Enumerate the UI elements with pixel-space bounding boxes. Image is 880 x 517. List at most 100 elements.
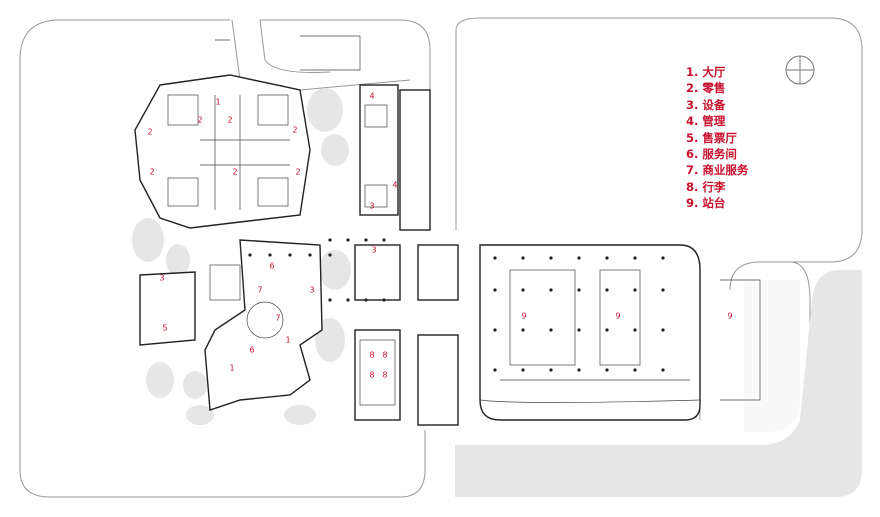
tower-core-2 [364,184,388,208]
link-bridge-1 [417,244,459,301]
column-dot [549,288,553,292]
room-label: 3 [159,274,164,283]
legend-item: 9. 站台 [686,195,748,211]
column-dot [605,328,609,332]
legend-text: 商业服务 [702,163,749,178]
commercial-wing [204,239,323,411]
column-dot [661,328,665,332]
tower-east [359,84,399,216]
column-dot [382,238,386,242]
legend-number: 7. [686,163,703,178]
room-label: 7 [275,314,280,323]
room-label: 4 [392,181,397,190]
room-label: 2 [232,168,237,177]
legend-item: 8. 行李 [686,179,748,195]
room-label: 9 [615,312,620,321]
core-4 [257,177,289,207]
column-dot [577,256,581,260]
room-label: 1 [229,364,234,373]
landscape-4 [321,134,349,166]
legend-number: 2. [686,81,703,96]
column-dot [346,238,350,242]
legend-text: 站台 [702,196,726,211]
legend-text: 服务间 [702,147,737,162]
corridor-north [399,89,431,231]
landscape-9 [186,405,214,425]
legend-item: 1. 大厅 [686,64,748,80]
legend-text: 管理 [702,114,726,129]
room-label: 9 [727,312,732,321]
column-dot [521,368,525,372]
room-label: 1 [215,98,220,107]
room-label: 2 [292,126,297,135]
service-block [354,244,401,301]
room-label: 2 [197,116,202,125]
column-dot [605,368,609,372]
landscape-1 [132,218,164,262]
column-dot [248,253,252,257]
column-dot [288,253,292,257]
legend-text: 售票厅 [702,130,737,145]
column-dot [549,256,553,260]
column-dot [493,288,497,292]
column-dot [633,368,637,372]
structural-columns [248,238,665,372]
core-3 [167,177,199,207]
room-label: 9 [521,312,526,321]
room-label: 3 [371,246,376,255]
room-label: 2 [149,168,154,177]
entry-canopy [215,35,361,71]
platform-edges [479,379,701,403]
column-dot [633,256,637,260]
column-dot [549,328,553,332]
legend-item: 5. 售票厅 [686,130,748,146]
room-label: 2 [147,128,152,137]
column-dot [605,256,609,260]
column-dot [633,328,637,332]
room-label: 1 [285,336,290,345]
north-arrow-icon [785,55,815,85]
column-dot [661,288,665,292]
room-label: 8 [382,371,387,380]
room-label: 8 [369,351,374,360]
column-dot [364,298,368,302]
legend-number: 3. [686,97,703,112]
room-label: 6 [269,262,274,271]
column-dot [577,328,581,332]
column-dot [328,238,332,242]
column-dot [577,288,581,292]
legend-item: 6. 服务间 [686,146,748,162]
legend-number: 1. [686,65,703,79]
room-label: 4 [369,92,374,101]
column-dot [605,288,609,292]
bus-apron [455,270,862,497]
column-dot [493,328,497,332]
room-label: 8 [382,351,387,360]
legend-item: 2. 零售 [686,80,748,96]
room-label: 3 [309,286,314,295]
room-label: 3 [369,202,374,211]
legend-text: 大厅 [702,65,726,79]
room-label: 2 [227,116,232,125]
landscape-3 [307,88,343,132]
link-bridge-2 [417,334,459,426]
legend-item: 7. 商业服务 [686,162,748,178]
column-dot [328,253,332,257]
column-dot [346,298,350,302]
column-dot [577,368,581,372]
legend-number: 8. [686,179,703,194]
column-dot [521,328,525,332]
landscape-2 [166,244,190,276]
room-label: 6 [249,346,254,355]
column-dot [521,288,525,292]
room-label: 5 [162,324,167,333]
parking-curve [744,280,800,432]
column-dot [661,368,665,372]
landscape-7 [146,362,174,398]
tower-core-1 [364,104,388,128]
site-boundary-left [19,19,431,498]
baggage-building [354,329,401,421]
